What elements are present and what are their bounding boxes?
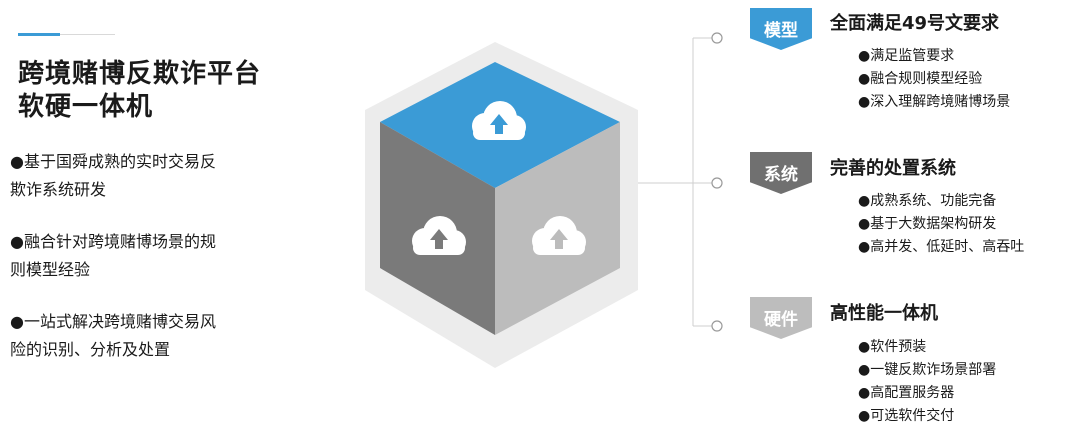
page-title-line1: 跨境赌博反欺诈平台 <box>18 59 262 89</box>
list-item: ●软件预装 <box>858 339 927 355</box>
feature-item: ●融合针对跨境赌博场景的规 则模型经验 <box>10 228 290 284</box>
list-item: ●成熟系统、功能完备 <box>858 193 997 209</box>
cloud-upload-icon <box>412 216 466 255</box>
feature-item-line2: 险的识别、分析及处置 <box>10 340 171 359</box>
section-list-model: ●满足监管要求 ●融合规则模型经验 ●深入理解跨境赌博场景 <box>858 45 1010 114</box>
list-item: ●一键反欺诈场景部署 <box>858 362 997 378</box>
feature-item: ●一站式解决跨境赌博交易风 险的识别、分析及处置 <box>10 308 290 364</box>
list-item: ●满足监管要求 <box>858 48 955 64</box>
connector-node <box>711 177 723 189</box>
list-item: ●基于大数据架构研发 <box>858 216 997 232</box>
feature-item-line2: 欺诈系统研发 <box>10 180 107 199</box>
feature-item: ●基于国舜成熟的实时交易反 欺诈系统研发 <box>10 148 290 204</box>
cloud-upload-icon <box>532 216 586 255</box>
title-divider <box>60 34 115 35</box>
list-item: ●可选软件交付 <box>858 408 955 424</box>
section-title-system: 完善的处置系统 <box>830 158 956 179</box>
title-accent-line <box>18 33 60 36</box>
cloud-upload-icon <box>472 101 526 140</box>
page-title-line2: 软硬一体机 <box>18 92 154 122</box>
feature-item-line1: ●基于国舜成熟的实时交易反 <box>10 152 216 171</box>
section-title-model: 全面满足49号文要求 <box>830 13 1000 34</box>
feature-item-line2: 则模型经验 <box>10 260 91 279</box>
connector-lines <box>638 37 716 327</box>
section-list-hardware: ●软件预装 ●一键反欺诈场景部署 ●高配置服务器 ●可选软件交付 <box>858 336 996 428</box>
feature-item-line1: ●一站式解决跨境赌博交易风 <box>10 312 216 331</box>
connector-node <box>711 32 723 44</box>
list-item: ●融合规则模型经验 <box>858 71 983 87</box>
feature-list: ●基于国舜成熟的实时交易反 欺诈系统研发 ●融合针对跨境赌博场景的规 则模型经验… <box>10 148 290 388</box>
list-item: ●深入理解跨境赌博场景 <box>858 94 1011 110</box>
section-list-system: ●成熟系统、功能完备 ●基于大数据架构研发 ●高并发、低延时、高吞吐 <box>858 190 1024 259</box>
page-title: 跨境赌博反欺诈平台 软硬一体机 <box>18 58 261 124</box>
list-item: ●高并发、低延时、高吞吐 <box>858 239 1025 255</box>
feature-item-line1: ●融合针对跨境赌博场景的规 <box>10 232 216 251</box>
connector-node <box>711 320 723 332</box>
section-title-hardware: 高性能一体机 <box>830 303 938 324</box>
list-item: ●高配置服务器 <box>858 385 955 401</box>
